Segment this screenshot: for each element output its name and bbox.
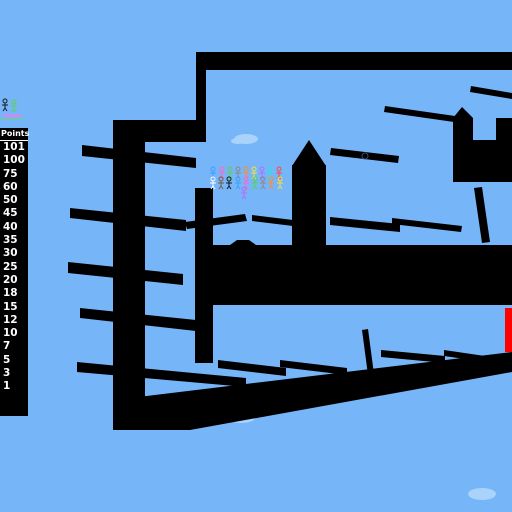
- points-row: 100: [3, 154, 25, 167]
- points-row: 25: [3, 260, 18, 273]
- points-row: 10: [3, 327, 18, 340]
- stickman-icon: [268, 176, 274, 190]
- points-row: 35: [3, 234, 18, 247]
- points-row: 20: [3, 273, 18, 286]
- points-row: 40: [3, 220, 18, 233]
- points-row: 101: [3, 141, 25, 153]
- points-row: 18: [3, 287, 18, 300]
- points-row: 50: [3, 194, 18, 207]
- stickman-icon: [252, 176, 258, 190]
- stickman-icon: [226, 176, 232, 190]
- coin-icon: [361, 152, 369, 160]
- stickman-icon: [241, 186, 247, 200]
- stickman-icon: [218, 176, 224, 190]
- clouds: [227, 134, 496, 500]
- stickman-icon: [1, 98, 23, 119]
- stickman-icon: [277, 176, 283, 190]
- stickman-icon: [260, 176, 266, 190]
- points-row: 7: [3, 340, 11, 353]
- points-row: 15: [3, 300, 18, 313]
- stickmen-crowd: [210, 166, 283, 200]
- points-row: 1: [3, 380, 11, 393]
- points-row: 5: [3, 353, 11, 366]
- level-structure: [68, 52, 512, 430]
- stickman-icon: [210, 176, 216, 190]
- goal-bar: [505, 308, 512, 352]
- points-row: 12: [3, 313, 18, 326]
- points-row: 75: [3, 167, 18, 180]
- stickman-icon: [235, 176, 241, 190]
- players-hud: [0, 98, 26, 120]
- points-header: Points: [0, 128, 29, 141]
- stickman-icon: [227, 166, 233, 180]
- points-row: 45: [3, 207, 18, 220]
- points-row: 60: [3, 180, 18, 193]
- points-row: 3: [3, 367, 11, 380]
- points-row: 30: [3, 247, 18, 260]
